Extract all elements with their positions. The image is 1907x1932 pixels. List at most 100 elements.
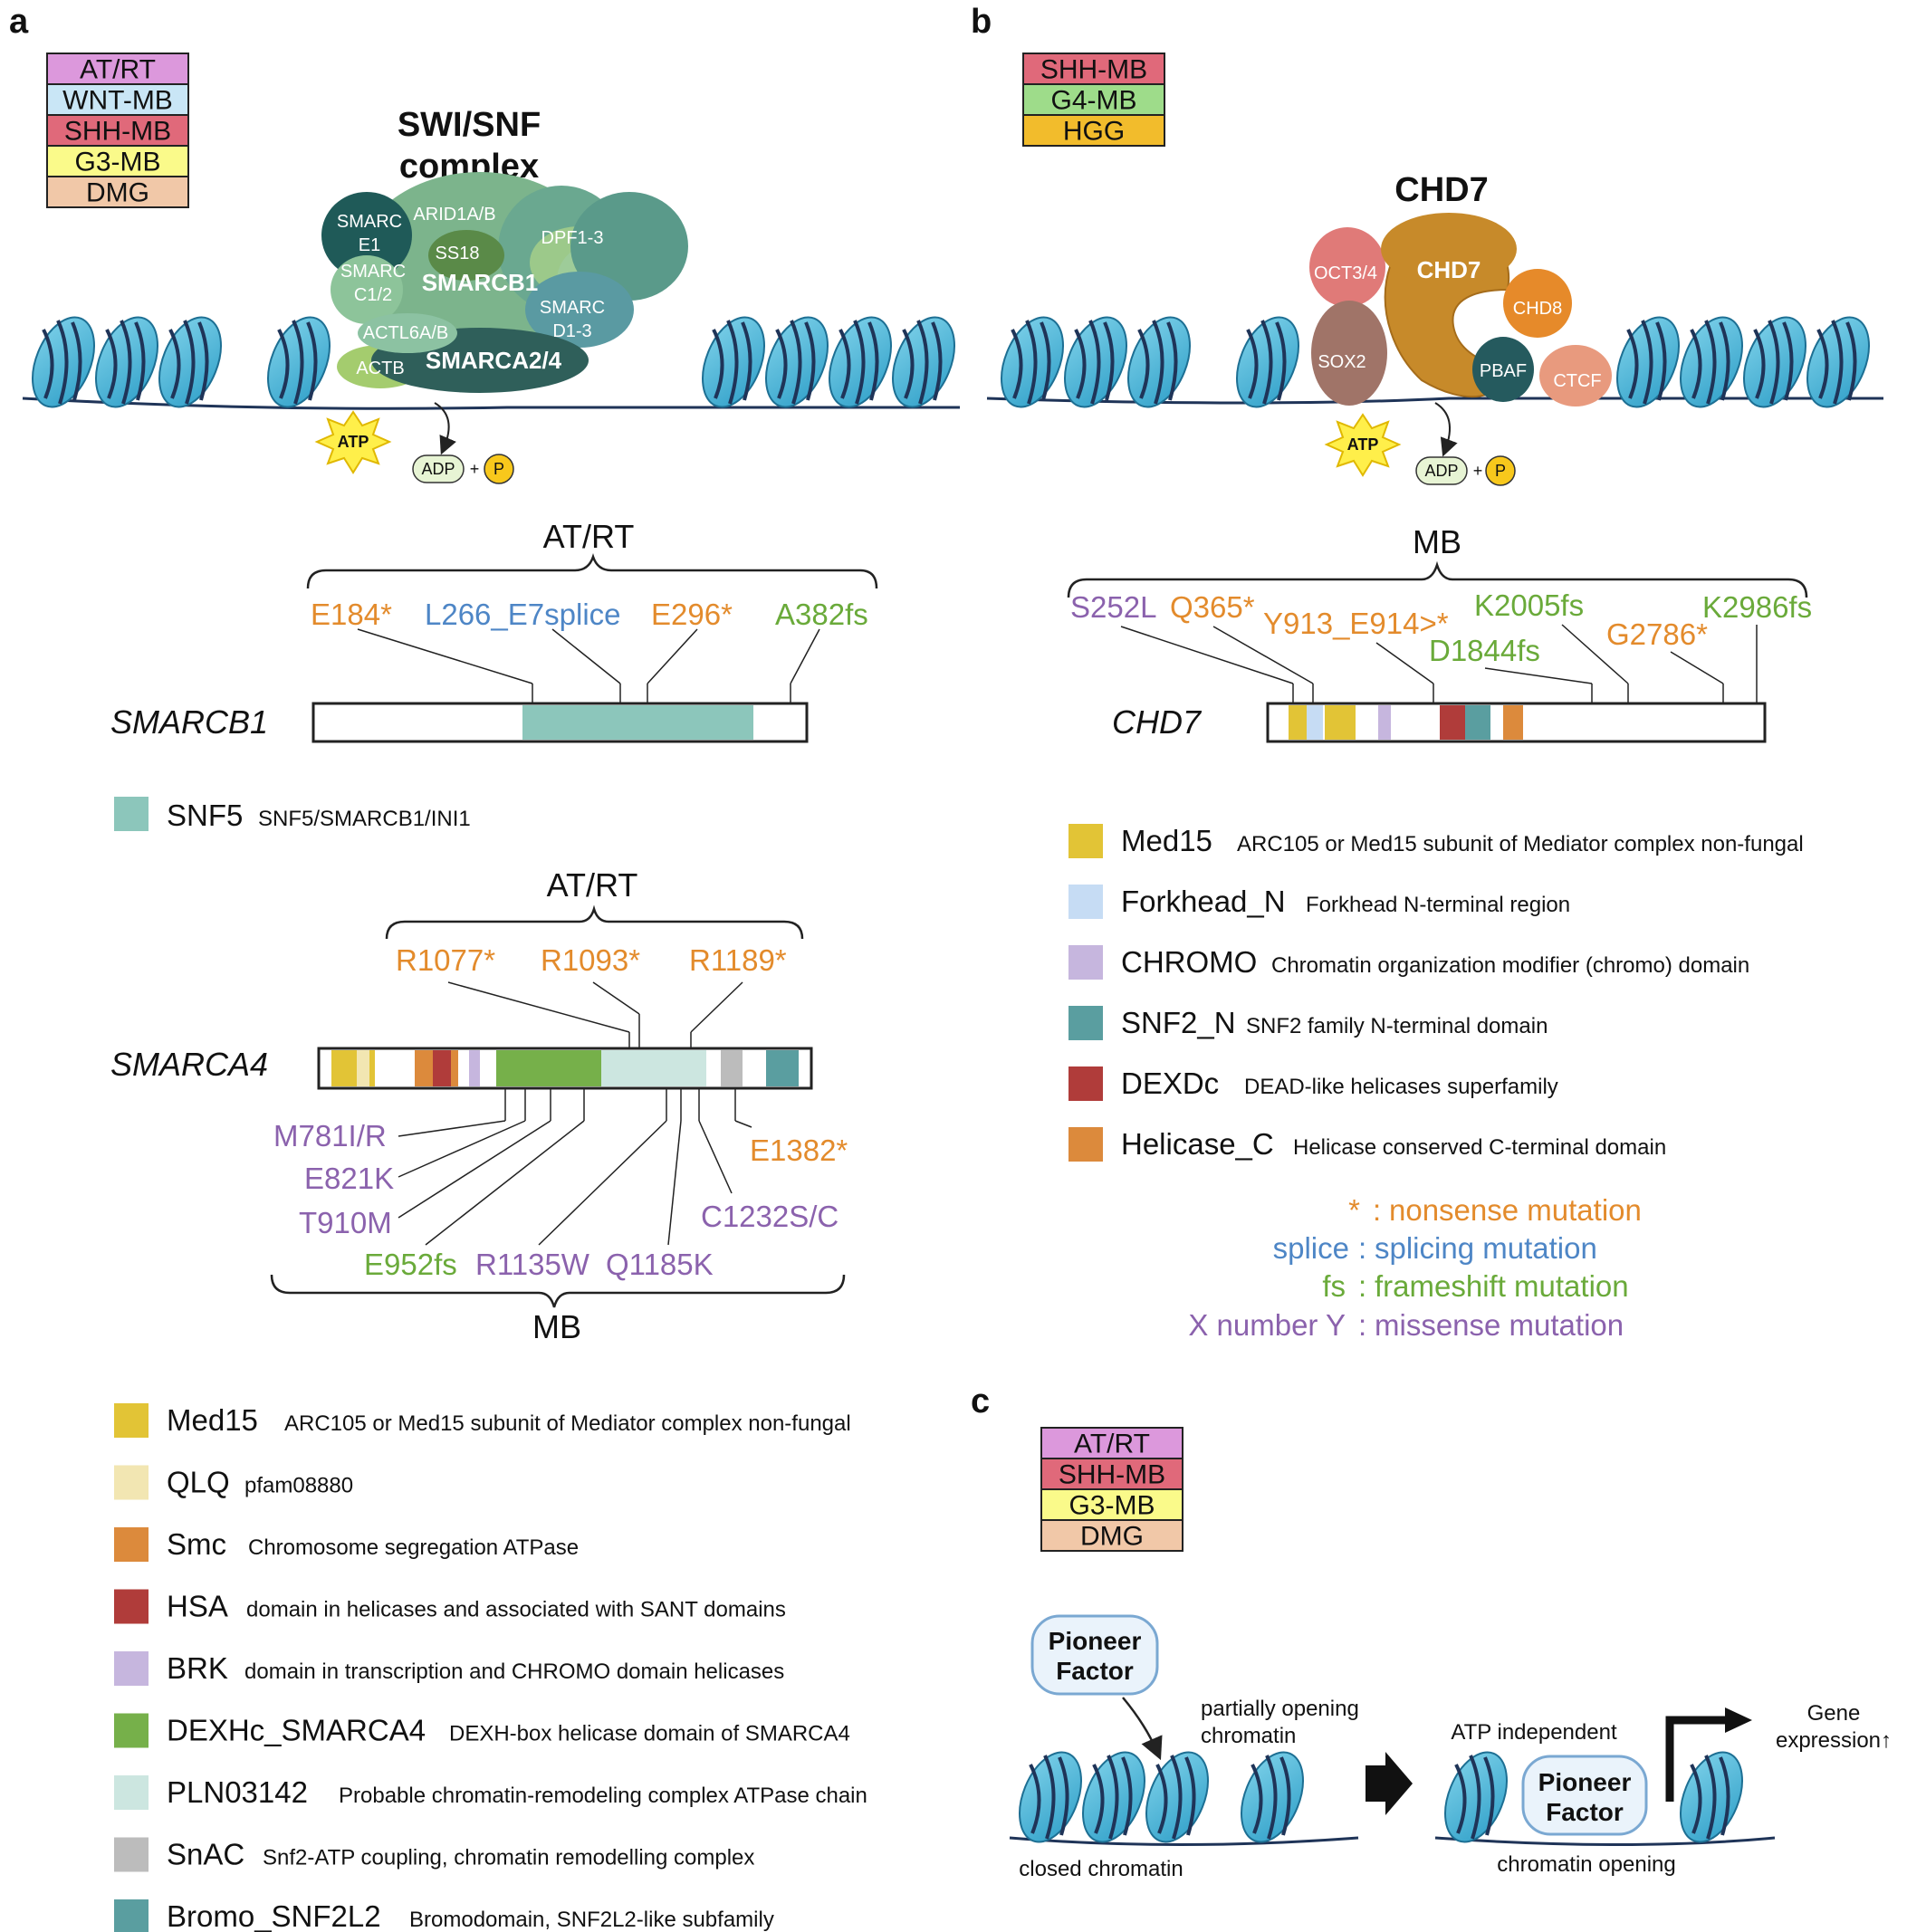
subunit-smarca24: SMARCA2/4 bbox=[426, 347, 562, 374]
nucleosome bbox=[688, 306, 779, 418]
subunit-smarcc12-l2: C1/2 bbox=[354, 285, 392, 305]
hydrolysis-arrow-a bbox=[434, 402, 456, 455]
nucleosome bbox=[815, 306, 906, 418]
mutation-label: R1093* bbox=[541, 943, 640, 977]
legend-domain-name: Med15 bbox=[167, 1403, 258, 1437]
legend-swatch bbox=[114, 1837, 149, 1872]
chd7-brace bbox=[1067, 560, 1808, 598]
dpf13-blob bbox=[570, 192, 688, 301]
smarcb1-group-label: AT/RT bbox=[543, 518, 635, 555]
legend-domain-desc: domain in transcription and CHROMO domai… bbox=[244, 1659, 784, 1684]
mutation-label: R1135W bbox=[475, 1248, 590, 1281]
legend-domain-desc: DEAD-like helicases superfamily bbox=[1244, 1075, 1558, 1099]
mutation-leader bbox=[667, 1120, 682, 1246]
legend-domain-desc: Bromodomain, SNF2L2-like subfamily bbox=[409, 1908, 774, 1932]
legend-swatch bbox=[1068, 945, 1103, 980]
mutation-label: K2005fs bbox=[1474, 588, 1584, 622]
pbaf-blob bbox=[1472, 337, 1534, 402]
legend-domain-desc: domain in helicases and associated with … bbox=[246, 1598, 786, 1622]
mutation-label: Q1185K bbox=[606, 1248, 714, 1281]
nucleosome bbox=[1793, 306, 1883, 418]
helicase-c-domain bbox=[1503, 705, 1523, 740]
legend-domain-desc: Helicase conserved C-terminal domain bbox=[1293, 1135, 1666, 1160]
subunit-oct34: OCT3/4 bbox=[1314, 263, 1377, 283]
sox2-blob bbox=[1311, 301, 1387, 406]
mutation-leader bbox=[790, 628, 820, 684]
mutation-leader bbox=[357, 628, 533, 684]
snf5-legend-swatch bbox=[114, 797, 149, 831]
chd7-complex-title: CHD7 bbox=[1394, 171, 1488, 209]
c-key-box bbox=[1040, 1488, 1183, 1521]
legend-domain-name: Bromo_SNF2L2 bbox=[167, 1899, 381, 1932]
mutation-leader bbox=[1375, 642, 1434, 684]
subunit-smarcc12-l1: SMARC bbox=[340, 262, 406, 282]
legend-swatch bbox=[114, 1899, 149, 1932]
ctcf-blob bbox=[1539, 345, 1612, 406]
a-key-label: AT/RT bbox=[80, 55, 156, 85]
legend-domain-name: Helicase_C bbox=[1121, 1127, 1274, 1161]
legend-swatch bbox=[1068, 1127, 1103, 1162]
b-key-box bbox=[1022, 114, 1165, 147]
b-key-label: HGG bbox=[1063, 117, 1125, 147]
pioneer-label-2-l1: Pioneer bbox=[1538, 1768, 1632, 1796]
panel-letter-a: a bbox=[9, 3, 29, 41]
mutation-leader bbox=[1484, 667, 1593, 684]
plus-label-a: + bbox=[470, 460, 480, 478]
nucleosome bbox=[752, 306, 842, 418]
key-colon: : bbox=[1358, 1269, 1366, 1303]
a-key-label: DMG bbox=[86, 178, 149, 208]
p-label-b: P bbox=[1495, 462, 1506, 480]
legend-swatch bbox=[114, 1465, 149, 1500]
swisnf-title-line1: SWI/SNF bbox=[398, 106, 541, 144]
chd7-track: MB S252L Q365* Y913_E914>* D1844fs K2005… bbox=[1067, 523, 1812, 743]
subunit-smarcd13-l2: D1-3 bbox=[552, 321, 591, 341]
atp-starburst bbox=[1324, 413, 1402, 477]
mutation-leader bbox=[398, 1120, 506, 1137]
mutation-label: R1077* bbox=[396, 943, 495, 977]
legend-domain-name: QLQ bbox=[167, 1466, 230, 1499]
smarcb1-gene-name: SMARCB1 bbox=[110, 703, 268, 741]
legend-swatch bbox=[114, 1775, 149, 1810]
subunit-ss18: SS18 bbox=[436, 244, 480, 263]
transcription-arrowhead bbox=[1725, 1707, 1752, 1733]
atp-label-a: ATP bbox=[338, 433, 369, 451]
pioneer-factor-bubble-2 bbox=[1521, 1755, 1648, 1836]
mutation-label: L266_E7splice bbox=[425, 598, 621, 631]
snf5-legend-name: SNF5 bbox=[167, 799, 243, 832]
b-key-box bbox=[1022, 53, 1165, 85]
mutation-leader bbox=[538, 1120, 667, 1246]
mutation-leader bbox=[398, 1120, 551, 1219]
nucleosome bbox=[1666, 306, 1757, 418]
chd8-blob bbox=[1503, 269, 1572, 338]
atp-starburst bbox=[314, 410, 392, 474]
mutation-label: E952fs bbox=[364, 1248, 457, 1281]
panel-letter-c: c bbox=[971, 1382, 990, 1420]
nucleosome bbox=[1431, 1741, 1521, 1853]
smarcc12-blob bbox=[331, 255, 403, 324]
gene-expression-l1: Gene bbox=[1807, 1701, 1861, 1726]
subunit-sox2: SOX2 bbox=[1318, 352, 1366, 372]
mutation-leader bbox=[592, 981, 640, 1015]
legend-swatch bbox=[114, 1403, 149, 1438]
legend-swatch bbox=[114, 1589, 149, 1624]
legend-domain-desc: SNF2 family N-terminal domain bbox=[1246, 1014, 1548, 1038]
chd7-complex-diagram: CHD7 OCT3/4 CHD7 CHD8 SOX2 PBAF CTCF ATP… bbox=[986, 171, 1883, 486]
subunit-arid1ab: ARID1A/B bbox=[413, 205, 495, 225]
legend-domain-desc: Chromatin organization modifier (chromo)… bbox=[1271, 953, 1749, 978]
transcription-arrow bbox=[1665, 1716, 1730, 1802]
key-desc: missense mutation bbox=[1375, 1308, 1624, 1342]
subunit-actb: ACTB bbox=[356, 359, 404, 378]
a-key-label: SHH-MB bbox=[64, 117, 171, 147]
phosphate-a bbox=[484, 454, 514, 484]
pioneer-label-l2: Factor bbox=[1056, 1657, 1134, 1685]
key-colon: : bbox=[1358, 1308, 1366, 1342]
pioneer-factor-diagram: Pioneer Factor partially opening chromat… bbox=[1005, 1614, 1892, 1881]
legend-swatch bbox=[1068, 885, 1103, 919]
key-colon: : bbox=[1373, 1193, 1381, 1227]
subunit-chd7: CHD7 bbox=[1417, 256, 1481, 283]
subunit-chd8: CHD8 bbox=[1513, 299, 1562, 319]
smarca4-bottom-brace bbox=[270, 1274, 846, 1308]
